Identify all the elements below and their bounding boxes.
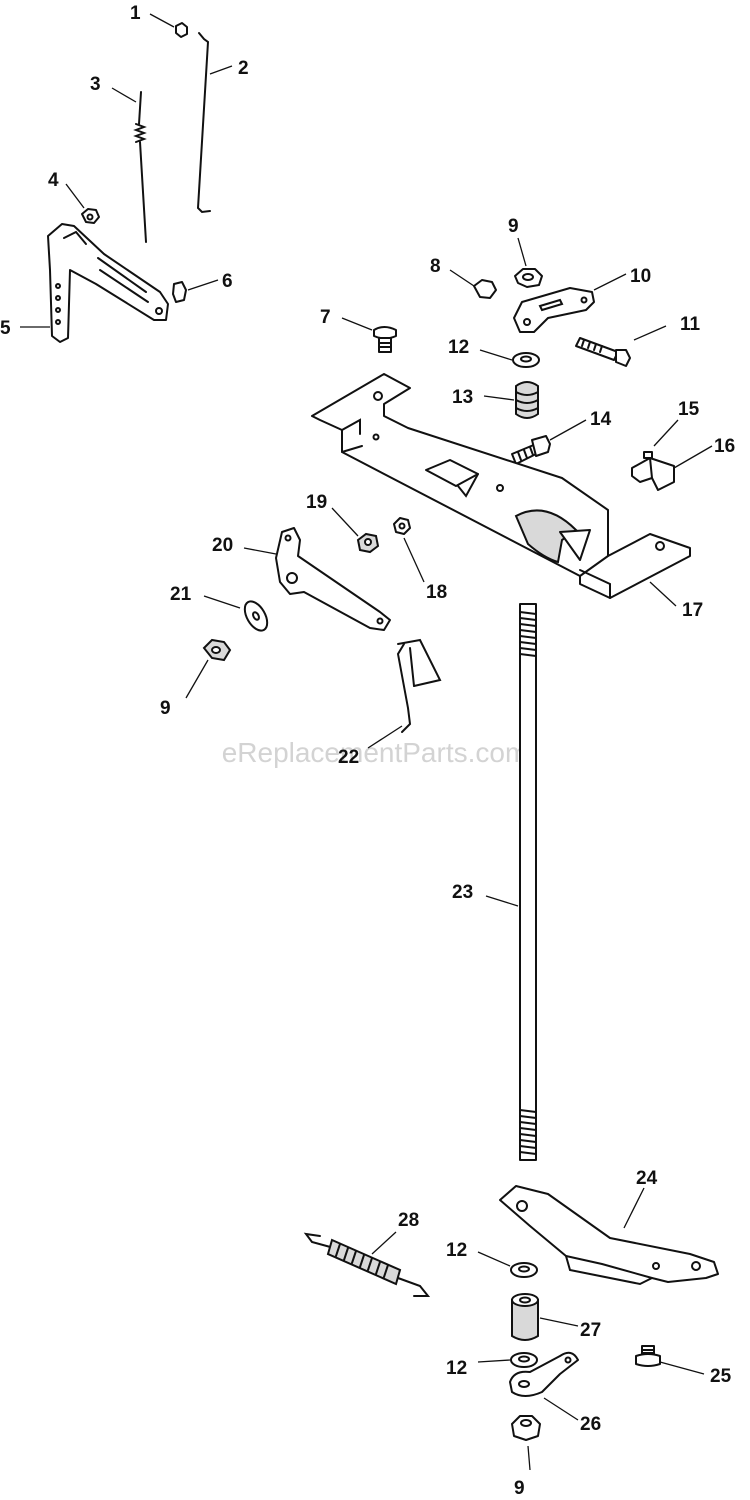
part-9-hex-nut-top: [514, 268, 543, 288]
part-28-spring: [303, 1232, 431, 1297]
part-14-screw: [511, 435, 551, 465]
part-23-rod: [519, 603, 537, 1161]
callout-10: 10: [630, 266, 651, 287]
callout-24: 24: [636, 1168, 658, 1189]
callout-12-top: 12: [448, 337, 469, 358]
part-21-washer: [243, 600, 269, 632]
part-7-screw: [373, 326, 397, 353]
part-3-spring-rod: [133, 91, 147, 243]
callout-13: 13: [452, 387, 473, 408]
callout-9-bottom: 9: [514, 1478, 525, 1499]
callout-18: 18: [426, 582, 447, 603]
part-9-hex-nut-bottom: [511, 1415, 541, 1441]
part-17-control-bracket: [311, 373, 691, 599]
part-2-rod: [196, 32, 211, 214]
part-10-bracket: [513, 287, 595, 333]
part-1-screw: [175, 22, 188, 38]
part-27-spacer: [511, 1293, 539, 1341]
callout-1: 1: [130, 3, 141, 24]
callout-26: 26: [580, 1414, 601, 1435]
part-13-spring: [515, 381, 539, 419]
callout-14: 14: [590, 409, 612, 430]
part-4-nut: [81, 208, 100, 224]
part-20-lever: [275, 527, 391, 631]
callout-23: 23: [452, 882, 473, 903]
part-11-bolt: [575, 337, 631, 367]
callout-21: 21: [170, 584, 192, 605]
callout-27: 27: [580, 1320, 601, 1341]
callout-8: 8: [430, 256, 441, 277]
part-16-clamp: [631, 457, 675, 491]
callout-6: 6: [222, 271, 233, 292]
watermark: eReplacementParts.com: [222, 737, 529, 768]
callout-22: 22: [338, 747, 359, 768]
part-18-washer: [393, 517, 411, 535]
callout-9-mid: 9: [160, 698, 171, 719]
part-5-governor-lever: [47, 223, 169, 343]
part-19-nut: [356, 532, 380, 554]
part-9-hex-nut-mid: [202, 638, 232, 662]
callout-5: 5: [0, 318, 11, 339]
callout-11: 11: [680, 314, 701, 335]
part-25-screw: [635, 1345, 661, 1367]
part-12-washer-mid: [510, 1262, 538, 1278]
callout-12-mid: 12: [446, 1240, 467, 1261]
callout-12-bottom: 12: [446, 1358, 467, 1379]
part-6-clip: [172, 281, 187, 303]
callout-19: 19: [306, 492, 327, 513]
callout-28: 28: [398, 1210, 419, 1231]
part-24-plate: [499, 1185, 719, 1286]
callout-20: 20: [212, 535, 233, 556]
part-8-nut: [473, 279, 497, 299]
callout-7: 7: [320, 307, 331, 328]
callout-16: 16: [714, 436, 735, 457]
callout-15: 15: [678, 399, 700, 420]
part-12-washer-top: [512, 352, 540, 368]
callout-4: 4: [48, 170, 59, 191]
callout-3: 3: [90, 74, 101, 95]
callout-2: 2: [238, 58, 249, 79]
part-26-lever-arm: [509, 1351, 579, 1397]
callout-25: 25: [710, 1366, 732, 1387]
part-12-washer-bottom: [510, 1352, 538, 1368]
callout-9-top: 9: [508, 216, 519, 237]
part-22-wire-link: [396, 638, 442, 733]
callout-17: 17: [682, 600, 703, 621]
